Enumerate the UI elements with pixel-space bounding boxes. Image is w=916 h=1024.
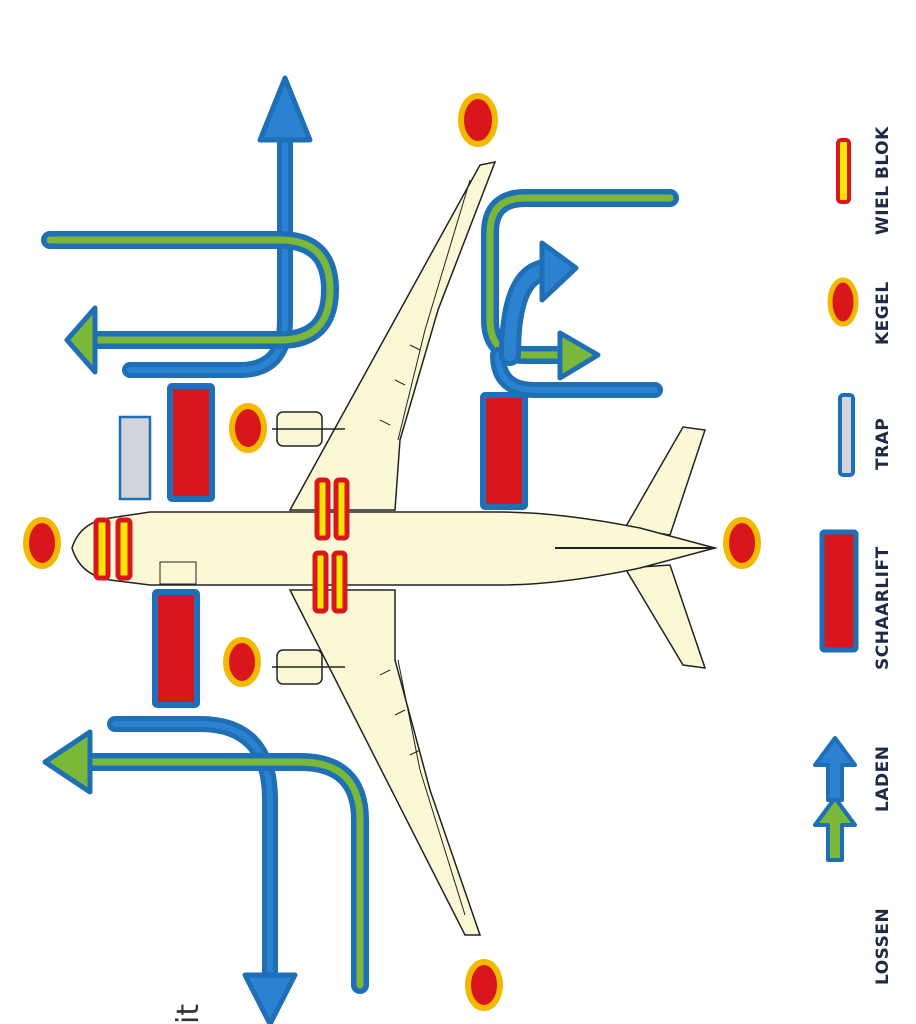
partial-caption: it (171, 1004, 206, 1024)
scissor-lift (152, 589, 200, 708)
scissor-lift-icon (819, 529, 859, 653)
wing-upper (288, 160, 497, 511)
cone (465, 959, 503, 1011)
cone (458, 93, 498, 147)
green-arrow-icon (813, 796, 857, 862)
laden-path-bottom (107, 716, 298, 1024)
cone (229, 403, 267, 453)
cone (723, 517, 761, 569)
legend-label-schaarlift: SCHAARLIFT (873, 546, 893, 670)
legend-item-kegel: KEGEL (827, 277, 893, 345)
cone-icon (827, 277, 859, 327)
lossen-path-bottom (42, 729, 369, 994)
cone (23, 517, 61, 569)
down-arrowhead-icon (242, 972, 298, 1024)
cone (223, 637, 261, 687)
scissor-lift (167, 383, 215, 502)
up-arrowhead-icon (257, 75, 313, 143)
right-arrowhead-icon (557, 330, 601, 381)
legend-item-wielblok: WIEL BLOK (836, 126, 893, 235)
legend-label-wielblok: WIEL BLOK (873, 126, 893, 235)
laden-path-right (490, 240, 663, 398)
wheel-chocks-nose (93, 517, 133, 581)
legend-label-laden: LADEN (873, 746, 893, 812)
lossen-path-top (41, 231, 340, 375)
left-arrowhead-icon (64, 305, 98, 375)
wheel-chock-icon (836, 138, 851, 204)
legend-label-kegel: KEGEL (873, 281, 893, 345)
aircraft-top-view (71, 160, 718, 936)
legend-item-laden: LADEN (813, 736, 893, 812)
stabilizer-lower (623, 564, 707, 669)
scissor-lift (480, 392, 528, 510)
wheel-chocks-main-lower (312, 550, 348, 614)
stairs-icon (838, 393, 855, 477)
legend-item-lossen: LOSSEN (813, 796, 893, 985)
left-arrowhead-icon (42, 729, 93, 795)
wing-lower (288, 589, 482, 936)
legend-item-trap: TRAP (838, 393, 893, 477)
legend-label-lossen: LOSSEN (873, 908, 893, 985)
legend-item-schaarlift: SCHAARLIFT (819, 529, 893, 670)
blue-arrow-icon (813, 736, 857, 802)
stabilizer-upper (623, 426, 706, 536)
curl-arrowhead-icon (539, 240, 579, 303)
stairs-trap (118, 415, 152, 501)
laden-path-top (122, 75, 313, 378)
legend-label-trap: TRAP (873, 418, 893, 470)
wheel-chocks-main-upper (314, 477, 350, 541)
legend: LOSSEN LADEN SCHAARLIFT TRAP KEGEL WIEL … (813, 126, 893, 985)
